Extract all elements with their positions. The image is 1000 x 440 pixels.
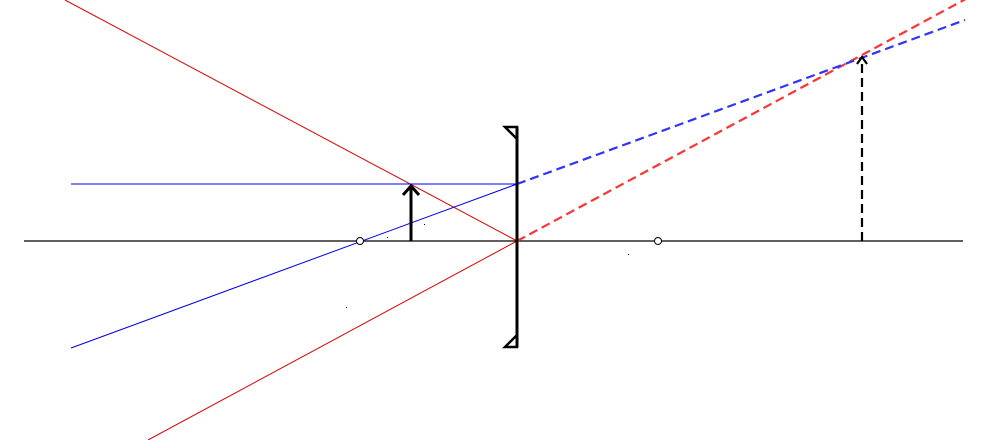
red-ray-refracted	[147, 240, 518, 440]
stray-dots	[346, 224, 629, 308]
image-arrow	[856, 55, 868, 241]
focal-point-left	[356, 237, 364, 245]
blue-ray-refracted	[70, 183, 518, 349]
red-ray-incident	[64, 0, 518, 242]
blue-ray-virtual-extension	[516, 18, 966, 186]
diverging-lens	[501, 125, 519, 349]
object-arrow	[401, 183, 421, 241]
focal-point-right	[654, 237, 662, 245]
red-ray-virtual-extension	[516, 0, 967, 242]
